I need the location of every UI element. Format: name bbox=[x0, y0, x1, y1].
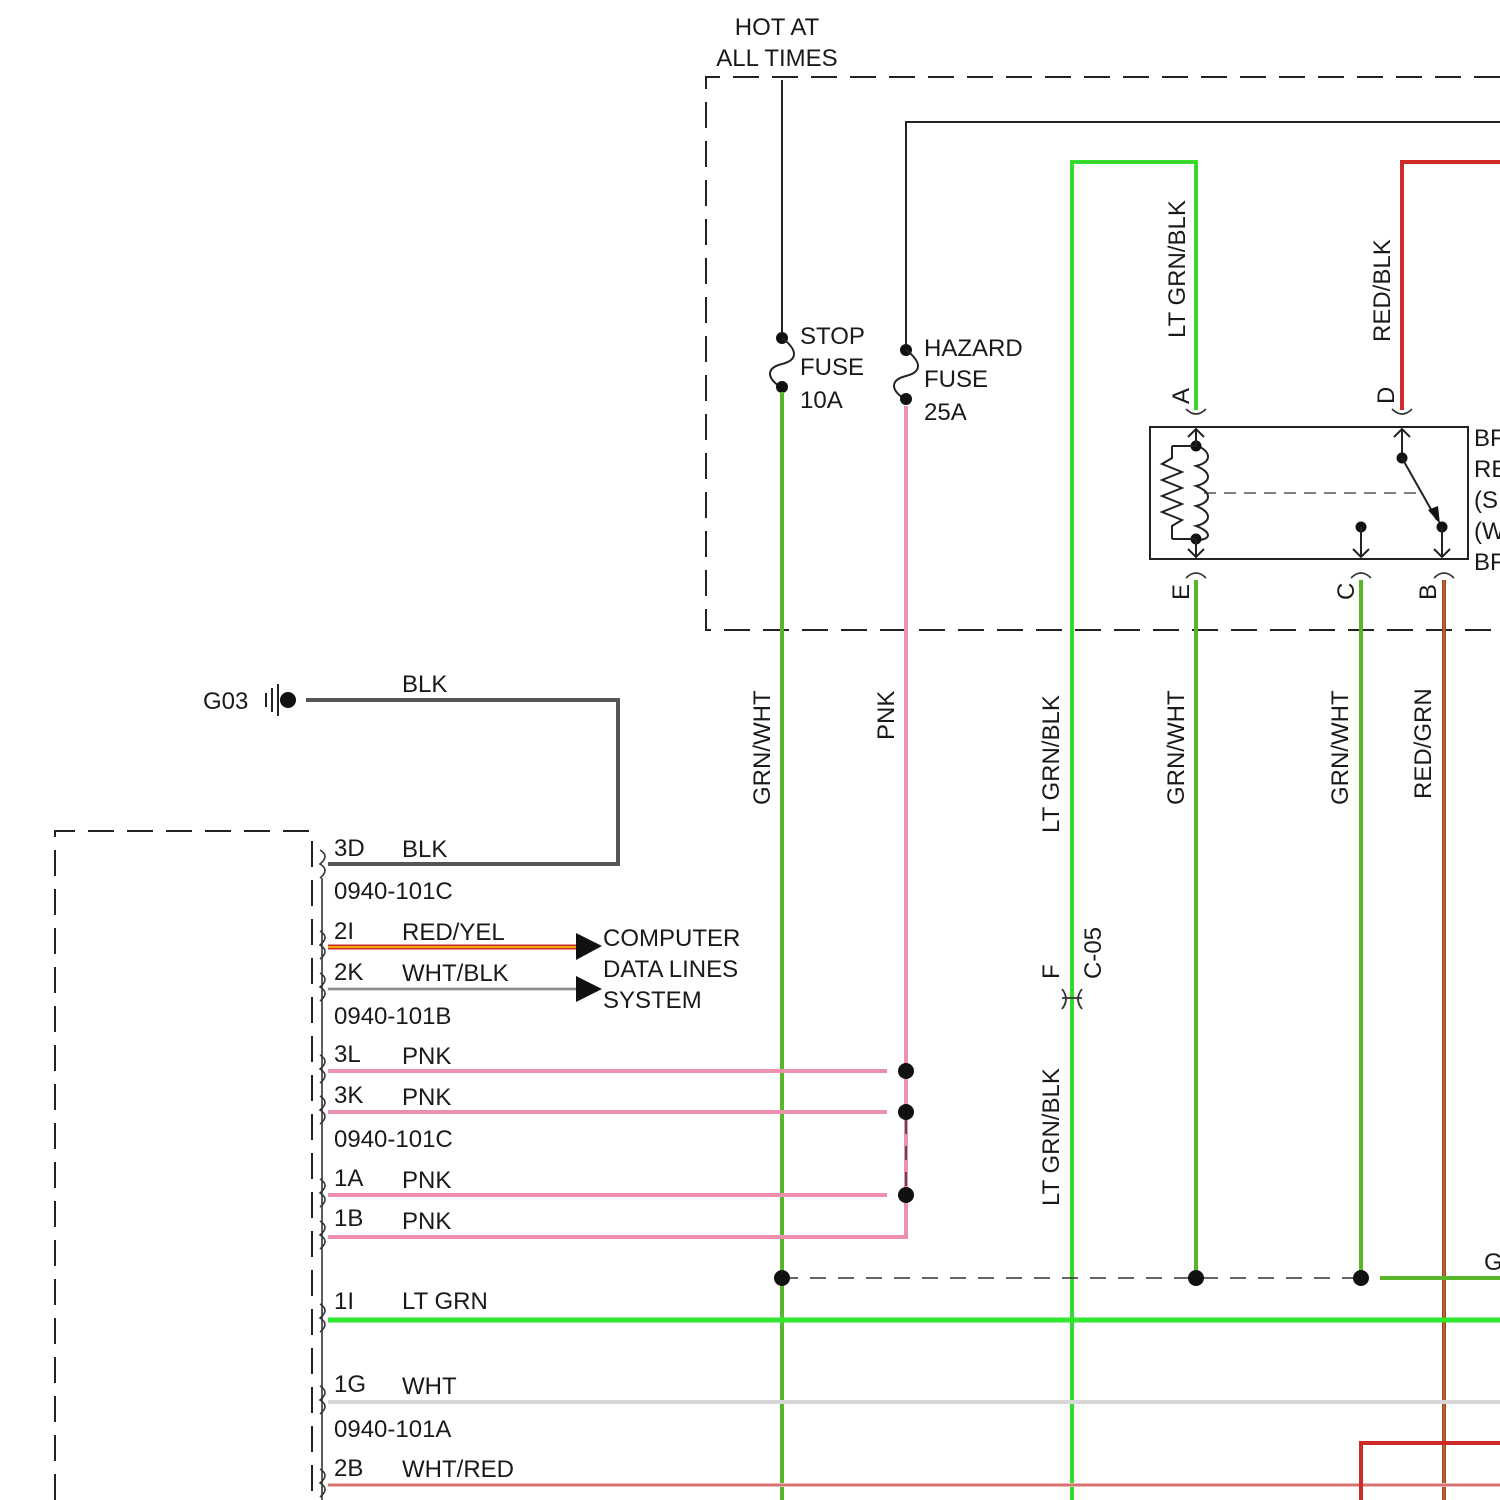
svg-text:HOT AT: HOT AT bbox=[735, 14, 820, 41]
connector-c05-pin: F bbox=[1038, 964, 1065, 979]
wire-lt-grn-blk-loop bbox=[1072, 162, 1196, 1500]
svg-text:HAZARD: HAZARD bbox=[924, 335, 1023, 362]
relay-box bbox=[1150, 427, 1468, 559]
svg-text:PNK: PNK bbox=[402, 1084, 451, 1111]
stop-fuse-label: STOP FUSE 10A bbox=[800, 323, 865, 414]
svg-text:1A: 1A bbox=[334, 1165, 363, 1192]
svg-text:ALL TIMES: ALL TIMES bbox=[716, 45, 837, 72]
hazard-fuse-feed-wire bbox=[906, 122, 1500, 350]
svg-text:RE: RE bbox=[1474, 456, 1500, 483]
hazard-fuse-symbol bbox=[894, 344, 918, 405]
svg-text:BF: BF bbox=[1474, 549, 1500, 576]
svg-text:(W: (W bbox=[1474, 518, 1500, 545]
svg-text:(S: (S bbox=[1474, 487, 1498, 514]
connector-c05-name: C-05 bbox=[1080, 927, 1107, 979]
svg-text:FUSE: FUSE bbox=[800, 354, 864, 381]
svg-text:2B: 2B bbox=[334, 1455, 363, 1482]
svg-text:PNK: PNK bbox=[402, 1167, 451, 1194]
svg-text:3K: 3K bbox=[334, 1082, 363, 1109]
svg-text:WHT/RED: WHT/RED bbox=[402, 1456, 514, 1483]
wire-red-lower bbox=[1361, 1443, 1500, 1500]
relay-pin-d: D bbox=[1373, 387, 1400, 404]
wire-label-red-blk: RED/BLK bbox=[1369, 239, 1396, 342]
wire-label-grn-wht-c: GRN/WHT bbox=[1327, 690, 1354, 805]
svg-text:SYSTEM: SYSTEM bbox=[603, 987, 702, 1014]
splice-label-partial: G bbox=[1484, 1249, 1500, 1276]
svg-text:0940-101B: 0940-101B bbox=[334, 1003, 451, 1030]
module-pin-hooks bbox=[320, 850, 325, 1500]
ground-g03-label: G03 bbox=[203, 688, 248, 715]
wire-label-lt-grn-blk-mid: LT GRN/BLK bbox=[1038, 695, 1065, 833]
hot-at-all-times-label: HOT AT ALL TIMES bbox=[716, 14, 837, 72]
data-line-arrows bbox=[576, 933, 602, 1002]
svg-text:10A: 10A bbox=[800, 387, 843, 414]
wire-label-grn-wht-stop: GRN/WHT bbox=[749, 690, 776, 805]
relay-pin-e: E bbox=[1168, 584, 1195, 600]
wire-label-lt-grn-blk-relay: LT GRN/BLK bbox=[1164, 200, 1191, 338]
svg-text:LT GRN: LT GRN bbox=[402, 1288, 488, 1315]
svg-text:COMPUTER: COMPUTER bbox=[603, 925, 740, 952]
svg-text:25A: 25A bbox=[924, 399, 967, 426]
svg-text:2K: 2K bbox=[334, 959, 363, 986]
module-pin-labels: 3D BLK 2I RED/YEL 2K WHT/BLK 3L PNK 3K P… bbox=[334, 835, 514, 1483]
svg-text:1I: 1I bbox=[334, 1288, 354, 1315]
svg-text:WHT: WHT bbox=[402, 1373, 457, 1400]
wire-label-grn-wht-e: GRN/WHT bbox=[1163, 690, 1190, 805]
svg-text:PNK: PNK bbox=[402, 1043, 451, 1070]
ground-g03-symbol bbox=[266, 684, 296, 716]
svg-text:STOP: STOP bbox=[800, 323, 865, 350]
wire-label-lt-grn-blk-lower: LT GRN/BLK bbox=[1038, 1068, 1065, 1206]
svg-text:3L: 3L bbox=[334, 1041, 361, 1068]
svg-text:PNK: PNK bbox=[402, 1208, 451, 1235]
svg-text:FUSE: FUSE bbox=[924, 366, 988, 393]
svg-text:BF: BF bbox=[1474, 425, 1500, 452]
wire-label-red-grn: RED/GRN bbox=[1410, 688, 1437, 799]
relay-pin-a: A bbox=[1168, 388, 1195, 404]
svg-text:3D: 3D bbox=[334, 835, 365, 862]
svg-text:1B: 1B bbox=[334, 1205, 363, 1232]
relay-label-partial: BF RE (S (W BF bbox=[1474, 425, 1500, 576]
ground-wire-label: BLK bbox=[402, 671, 447, 698]
svg-text:BLK: BLK bbox=[402, 836, 447, 863]
svg-text:1G: 1G bbox=[334, 1371, 366, 1398]
computer-data-lines-label: COMPUTER DATA LINES SYSTEM bbox=[603, 925, 740, 1014]
svg-text:DATA LINES: DATA LINES bbox=[603, 956, 738, 983]
wire-label-pnk: PNK bbox=[873, 691, 900, 740]
relay-pin-b: B bbox=[1415, 584, 1442, 600]
svg-text:2I: 2I bbox=[334, 918, 354, 945]
hazard-fuse-label: HAZARD FUSE 25A bbox=[924, 335, 1023, 426]
stop-fuse-symbol bbox=[770, 332, 794, 393]
svg-text:0940-101C: 0940-101C bbox=[334, 878, 453, 905]
svg-text:0940-101A: 0940-101A bbox=[334, 1416, 451, 1443]
svg-text:WHT/BLK: WHT/BLK bbox=[402, 960, 509, 987]
svg-text:0940-101C: 0940-101C bbox=[334, 1126, 453, 1153]
svg-text:RED/YEL: RED/YEL bbox=[402, 919, 505, 946]
relay-pin-c: C bbox=[1333, 583, 1360, 600]
wire-red-blk bbox=[1402, 162, 1500, 410]
module-enclosure bbox=[55, 831, 312, 1500]
grn-wht-splice bbox=[774, 1270, 1500, 1286]
